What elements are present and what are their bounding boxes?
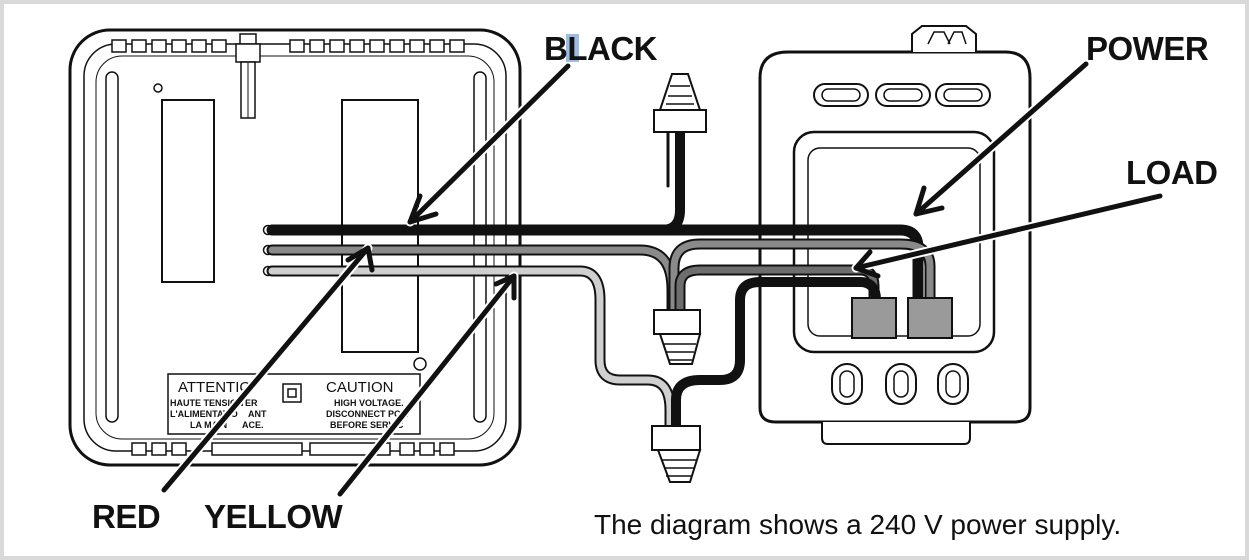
wire-nut-bottom xyxy=(651,425,702,483)
svg-text:ER: ER xyxy=(245,398,258,408)
caption: The diagram shows a 240 V power supply. xyxy=(594,509,1121,540)
yellow-label: YELLOW xyxy=(204,498,344,535)
red-arrow xyxy=(161,245,371,493)
attention-title: ATTENTIC xyxy=(178,379,250,396)
wires xyxy=(266,125,936,432)
callout-arrows xyxy=(159,59,1165,499)
black-arrow xyxy=(407,63,571,225)
svg-text:HAUTE TENSION: HAUTE TENSION xyxy=(170,398,244,408)
text-cursor-highlight xyxy=(566,34,579,62)
svg-text:HIGH VOLTAGE.: HIGH VOLTAGE. xyxy=(334,398,404,408)
wire-nut-middle xyxy=(653,309,702,365)
line-wire xyxy=(671,277,881,431)
svg-text:ANT: ANT xyxy=(248,409,267,419)
red-label: RED xyxy=(92,498,160,535)
svg-text:BEFORE SERVIC: BEFORE SERVIC xyxy=(330,420,404,430)
svg-text:ACE.: ACE. xyxy=(242,420,264,430)
yellow-arrow xyxy=(337,273,517,497)
svg-text:LA MAIN: LA MAIN xyxy=(190,420,227,430)
caution-title: CAUTION xyxy=(326,379,394,396)
load-label: LOAD xyxy=(1126,154,1218,191)
load-arrow xyxy=(853,193,1163,271)
wire-nut-top xyxy=(653,73,707,133)
power-label: POWER xyxy=(1086,30,1209,67)
double-insulation-icon xyxy=(282,383,302,403)
labels: BLACK POWER LOAD RED YELLOW The diagram … xyxy=(92,30,1218,540)
yellow-wire xyxy=(266,265,676,432)
power-arrow xyxy=(913,61,1089,217)
svg-text:L'ALIMENTATIO: L'ALIMENTATIO xyxy=(170,409,238,419)
svg-text:DISCONNECT POW: DISCONNECT POW xyxy=(326,409,410,419)
black-label: BLACK xyxy=(544,30,658,67)
red-wire xyxy=(266,238,936,316)
terminal-blocks xyxy=(851,297,953,339)
warning-label: ATTENTIC HAUTE TENSION ER L'ALIMENTATIO … xyxy=(167,373,421,435)
